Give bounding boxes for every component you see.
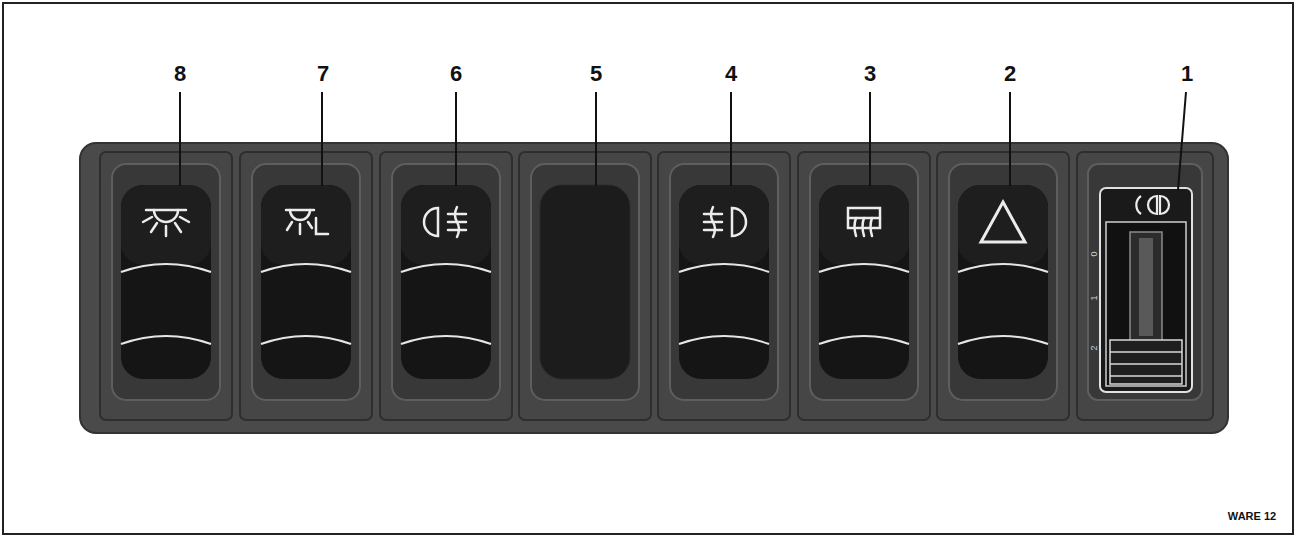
callout-number: 2 xyxy=(1004,63,1016,85)
leader-line xyxy=(1178,92,1186,190)
reading-light-symbol xyxy=(286,210,328,234)
front-fog-symbol xyxy=(704,207,746,237)
rocker-line xyxy=(958,264,1048,344)
panel-housing xyxy=(80,143,1228,433)
switch-bay xyxy=(937,152,1069,420)
rear-fog-symbol xyxy=(424,207,466,237)
blank-switch xyxy=(540,185,630,379)
slider-window xyxy=(1106,222,1186,386)
rocker-line xyxy=(261,264,351,344)
rocker-line xyxy=(679,264,769,344)
hazard-symbol xyxy=(981,202,1025,242)
callout-number: 6 xyxy=(450,63,462,85)
switch-bay xyxy=(519,152,651,420)
rocker-line xyxy=(121,264,211,344)
headlight-symbol xyxy=(1136,196,1169,214)
switch-bay xyxy=(1077,152,1213,420)
switch-bay xyxy=(658,152,790,420)
callout-number: 5 xyxy=(590,63,602,85)
switch-position-mark: 1 xyxy=(1090,295,1099,300)
callout-number: 3 xyxy=(864,63,876,85)
slider-grip xyxy=(1110,352,1182,376)
leader-line xyxy=(455,92,457,186)
leader-line xyxy=(321,92,323,186)
leader-line xyxy=(730,92,732,186)
switch-bay xyxy=(1088,164,1202,400)
callout-number: 8 xyxy=(174,63,186,85)
switch-bay xyxy=(798,152,930,420)
slider-track xyxy=(1130,232,1162,342)
switch-bay xyxy=(380,152,512,420)
callout-number: 4 xyxy=(725,63,737,85)
slider-bar xyxy=(1139,238,1153,336)
light-switch xyxy=(1100,188,1192,392)
switch-bay xyxy=(240,152,372,420)
switch-position-mark: 0 xyxy=(1090,251,1099,256)
slider-frame xyxy=(1100,188,1192,392)
dome-light-symbol xyxy=(143,210,189,236)
leader-line xyxy=(1009,92,1011,186)
figure-code: WARE 12 xyxy=(1228,511,1276,522)
leader-line xyxy=(869,92,871,186)
figure-frame xyxy=(3,3,1293,534)
leader-line xyxy=(179,92,181,186)
switch-symbols xyxy=(143,202,1025,242)
switch-bay xyxy=(100,152,232,420)
switch-position-mark: 2 xyxy=(1090,345,1099,350)
switch-bays xyxy=(100,152,1213,420)
callout-number: 1 xyxy=(1181,63,1193,85)
rear-defrost-symbol xyxy=(848,208,880,236)
rocker-line xyxy=(401,264,491,344)
slider-knob xyxy=(1110,340,1182,384)
leader-lines xyxy=(180,92,1186,190)
callout-number: 7 xyxy=(317,63,329,85)
rocker-line xyxy=(819,264,909,344)
leader-line xyxy=(595,92,597,186)
